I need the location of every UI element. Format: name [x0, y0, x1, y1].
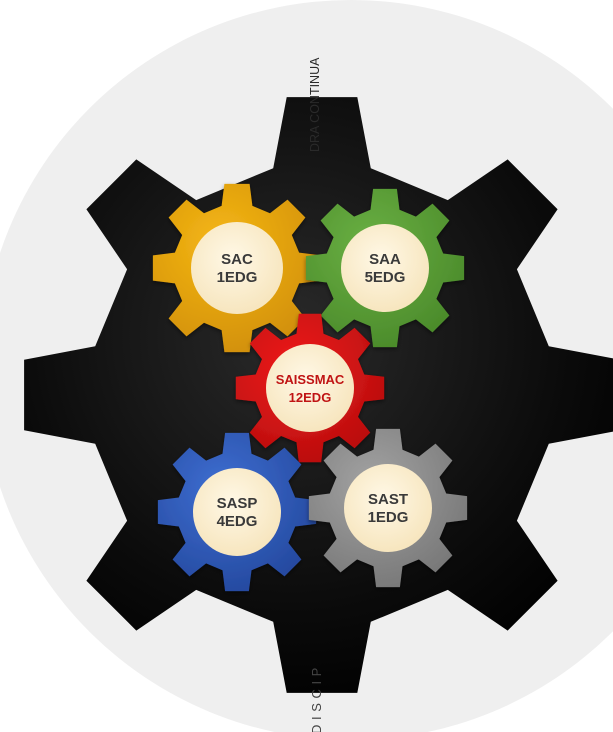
gear-saissmac: SAISSMAC 12EDG — [235, 313, 385, 463]
gear-sac-count: 1EDG — [217, 269, 258, 286]
outer-text-top: DRA CONTINUA — [308, 57, 322, 152]
gear-saa-center — [341, 224, 429, 312]
outer-text-bottom: DISCIP — [309, 663, 324, 732]
gear-sasp-name: SASP — [217, 495, 258, 512]
gear-sast-center — [344, 464, 432, 552]
gear-sast-name: SAST — [368, 491, 408, 508]
gear-sac-center — [191, 222, 283, 314]
gear-saa-name: SAA — [369, 251, 401, 268]
gear-saissmac-center — [266, 344, 354, 432]
gear-saissmac-count: 12EDG — [289, 390, 332, 405]
gear-sac-name: SAC — [221, 251, 253, 268]
gear-saa-count: 5EDG — [365, 269, 406, 286]
gear-sast-count: 1EDG — [368, 509, 409, 526]
gear-saissmac-name: SAISSMAC — [276, 372, 345, 387]
gear-sasp-count: 4EDG — [217, 513, 258, 530]
gear-sasp-center — [193, 468, 281, 556]
